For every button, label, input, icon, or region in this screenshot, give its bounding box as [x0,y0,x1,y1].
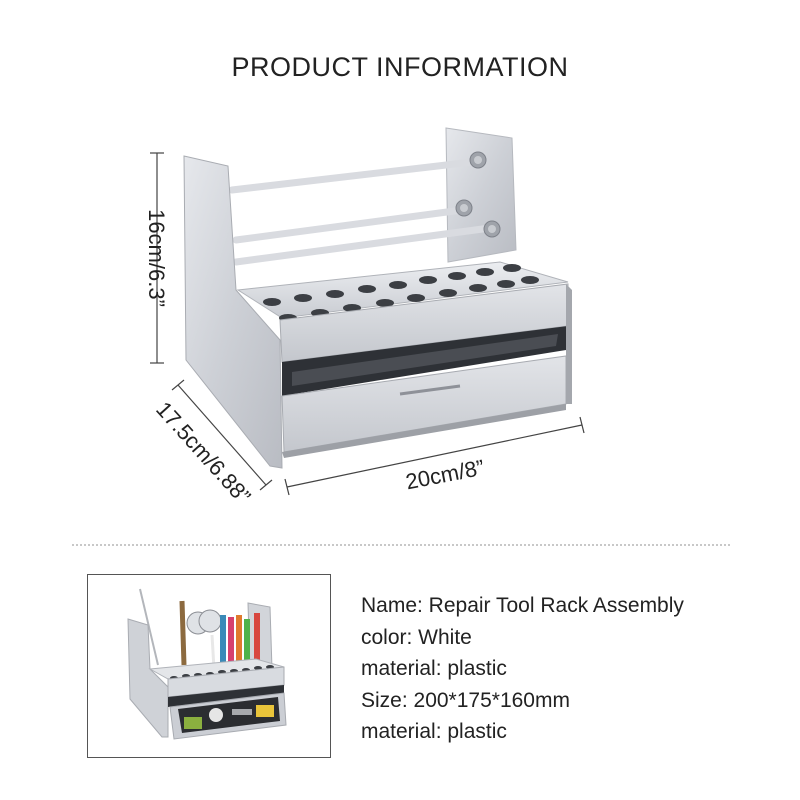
product-thumbnail [87,574,331,758]
spec-name: Name: Repair Tool Rack Assembly [361,594,684,617]
height-dimension-line [150,152,164,364]
section-divider [72,544,730,546]
page-title: PRODUCT INFORMATION [231,52,569,82]
height-dimension-label: 16cm/6.3” [144,209,169,307]
spec-material: material: plastic [361,657,507,680]
spec-size: Size: 200*175*160mm [361,688,570,712]
depth-dimension-line [171,379,273,491]
spec-material-repeat: material: plastic [361,720,507,743]
spec-color: color: White [361,625,472,649]
product-specs: Name: Repair Tool Rack Assembly color: W… [361,590,684,748]
tool-rods [228,158,494,266]
width-dimension-line [284,416,585,496]
